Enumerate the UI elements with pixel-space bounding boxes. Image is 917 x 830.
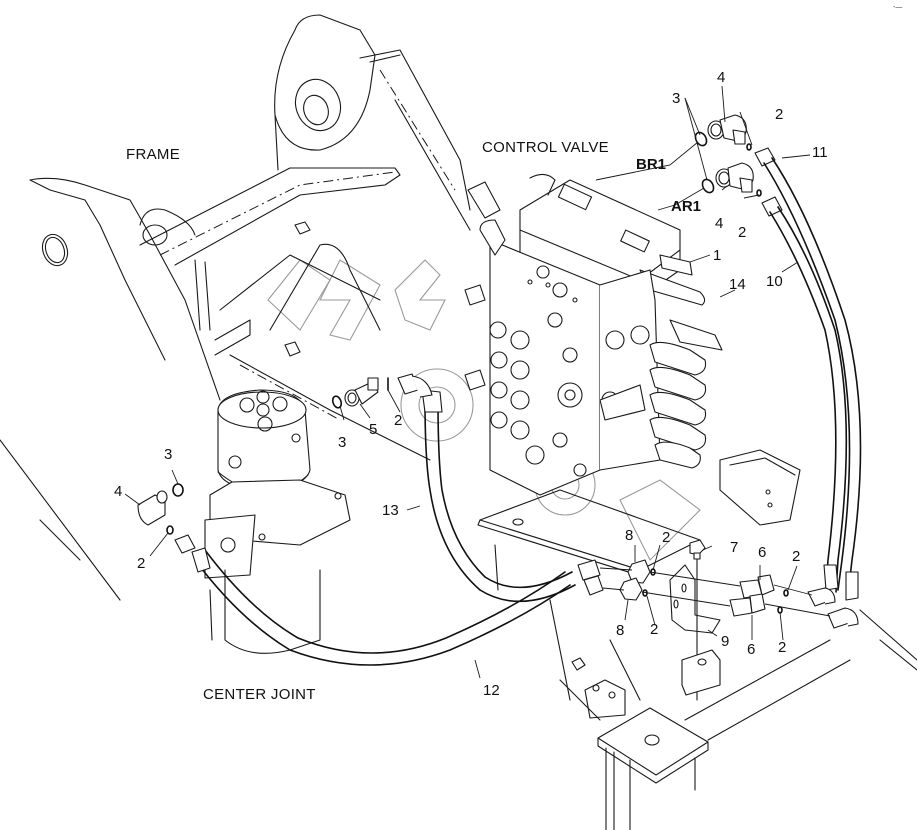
callout-2: 2 bbox=[662, 529, 670, 546]
frame-structure bbox=[0, 14, 471, 601]
callout-5: 5 bbox=[369, 421, 377, 438]
callout-11: 11 bbox=[812, 144, 828, 161]
callout-12: 12 bbox=[483, 682, 500, 699]
callout-3: 3 bbox=[672, 90, 680, 107]
callout-2: 2 bbox=[775, 106, 783, 123]
callout-7: 7 bbox=[730, 539, 738, 556]
callout-6: 6 bbox=[747, 641, 755, 658]
port-label-br1: BR1 bbox=[636, 156, 666, 173]
elbow-5 bbox=[344, 377, 379, 407]
elbow-4-center-joint bbox=[137, 490, 168, 526]
bracket-9 bbox=[669, 564, 721, 634]
o-ring-3-upper bbox=[694, 131, 708, 147]
callout-6: 6 bbox=[758, 544, 766, 561]
corner-mark: -— bbox=[893, 4, 902, 11]
callouts: 1 2 2 2 2 2 2 2 2 3 3 3 4 4 4 5 6 6 7 8 … bbox=[114, 69, 828, 699]
callout-2: 2 bbox=[650, 621, 658, 638]
spool-stack bbox=[599, 319, 723, 469]
callout-3: 3 bbox=[338, 434, 346, 451]
elbow-4-lower bbox=[715, 162, 754, 193]
hoses-10-11 bbox=[763, 157, 862, 629]
base-structure bbox=[549, 599, 917, 830]
o-ring-3-lower bbox=[701, 178, 715, 194]
callout-8: 8 bbox=[625, 527, 633, 544]
center-joint bbox=[204, 389, 351, 654]
callout-2: 2 bbox=[778, 639, 786, 656]
watermark bbox=[267, 259, 701, 561]
callout-2: 2 bbox=[738, 224, 746, 241]
callout-13: 13 bbox=[382, 502, 399, 519]
hose-13 bbox=[397, 373, 576, 603]
label-center-joint: CENTER JOINT bbox=[203, 686, 316, 703]
callout-1: 1 bbox=[713, 247, 721, 264]
callout-4: 4 bbox=[715, 215, 723, 232]
control-valve bbox=[464, 173, 801, 591]
callout-2: 2 bbox=[137, 555, 145, 572]
elbow-4-upper bbox=[707, 114, 747, 145]
callout-14: 14 bbox=[729, 276, 746, 293]
callout-2: 2 bbox=[792, 548, 800, 565]
br1-ar1-fittings bbox=[694, 114, 783, 217]
nut-8-upper bbox=[627, 559, 651, 584]
leader-lines bbox=[124, 85, 811, 679]
callout-10: 10 bbox=[766, 273, 783, 290]
callout-2: 2 bbox=[394, 412, 402, 429]
label-frame: FRAME bbox=[126, 146, 180, 163]
hose-12 bbox=[174, 534, 571, 666]
callout-4: 4 bbox=[114, 483, 122, 500]
callout-9: 9 bbox=[721, 633, 729, 650]
callout-4: 4 bbox=[717, 69, 725, 86]
center-joint-fittings bbox=[137, 377, 389, 535]
connector-6-lower bbox=[729, 597, 753, 617]
callout-3: 3 bbox=[164, 446, 172, 463]
label-control-valve: CONTROL VALVE bbox=[482, 139, 609, 156]
valve-ports bbox=[489, 312, 650, 477]
port-label-ar1: AR1 bbox=[671, 198, 701, 215]
callout-8: 8 bbox=[616, 622, 624, 639]
bracket-assembly bbox=[577, 539, 831, 701]
